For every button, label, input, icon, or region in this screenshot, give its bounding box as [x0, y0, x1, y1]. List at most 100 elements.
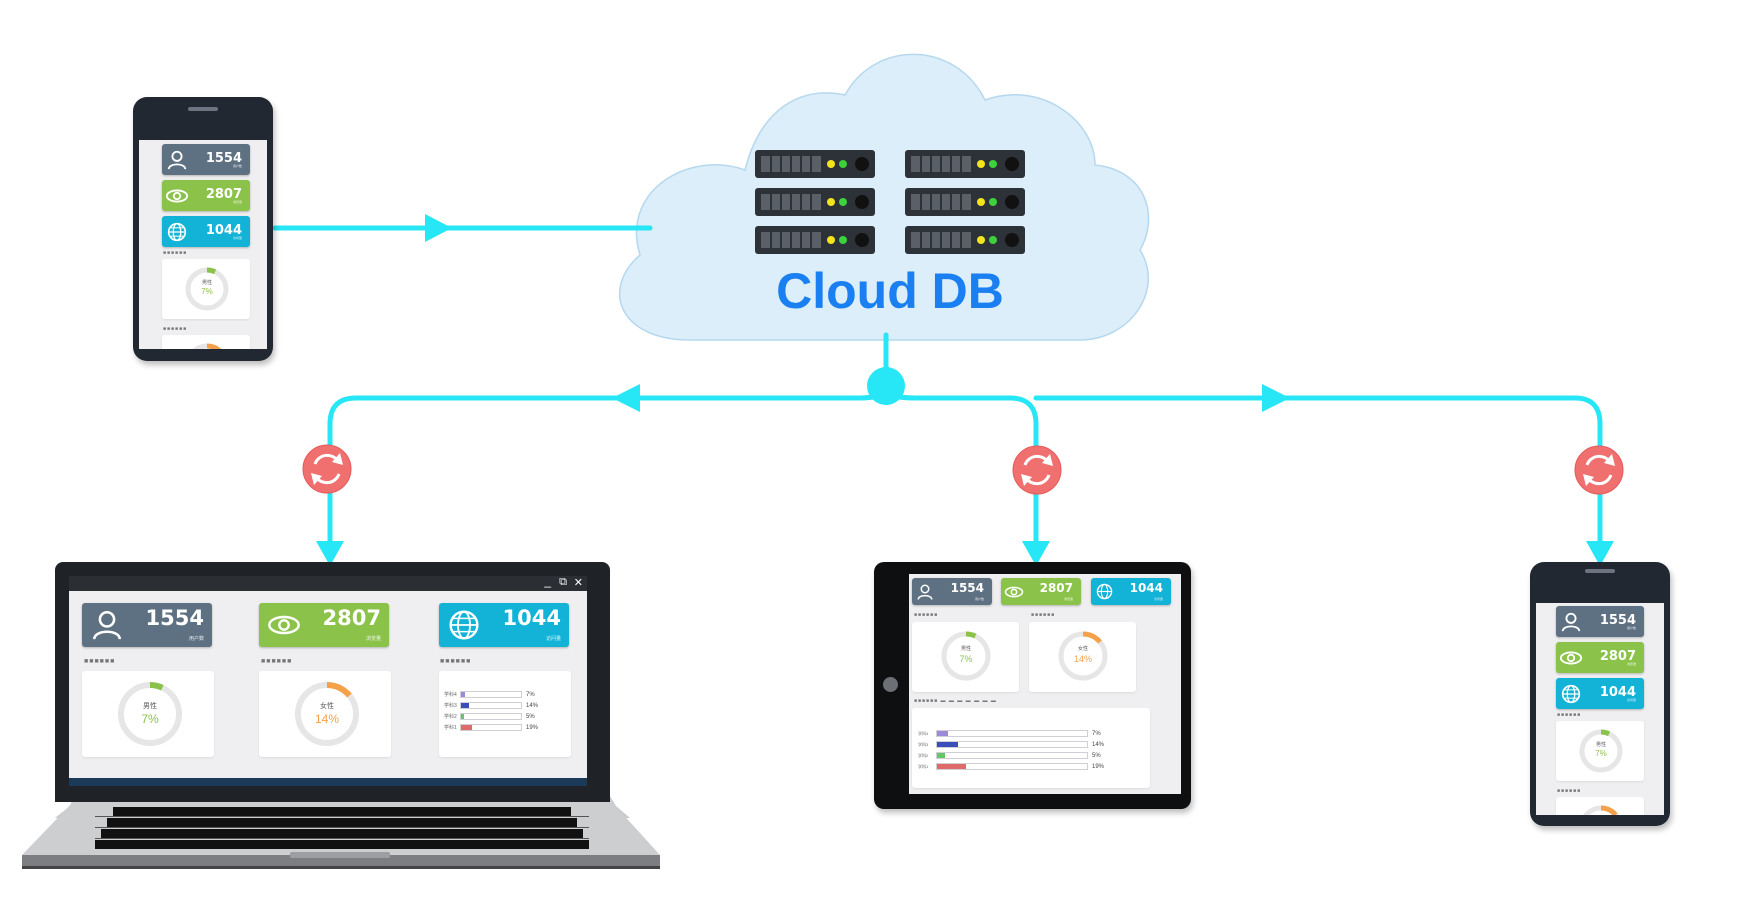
phone-speaker: [1585, 569, 1615, 573]
arrow-down-icon: [316, 541, 344, 566]
bar-label: 学科1: [918, 763, 929, 769]
bar-value: 14%: [526, 702, 539, 709]
ring-fill-male: [118, 682, 182, 746]
sync-badge[interactable]: [302, 444, 352, 494]
ring-card-female: [1556, 797, 1644, 815]
phone-speaker: [188, 107, 218, 111]
bar-label: 学科4: [444, 692, 457, 698]
window-minimize-button[interactable]: _: [544, 574, 551, 588]
arrow-down-icon: [1586, 541, 1614, 566]
ring-fill-female: [1058, 631, 1108, 681]
sync-icon[interactable]: [1574, 445, 1624, 495]
section-heading: ■■■■■■: [440, 658, 472, 665]
ring-label-male: 男性: [201, 280, 212, 286]
stat-views-label: 浏览量: [232, 199, 242, 204]
ring-pct-female: 14%: [1073, 654, 1092, 664]
stat-users-value: 1554: [950, 581, 984, 595]
ring-card-female: 女性 14%: [259, 671, 391, 757]
eye-icon: [1556, 649, 1586, 667]
bar-label: 学科2: [918, 752, 929, 758]
eye-icon: [1001, 585, 1027, 599]
ring-label-female: 女性: [320, 703, 334, 710]
window-close-button[interactable]: ✕: [573, 577, 583, 589]
ring-label-male: 男性: [960, 646, 971, 652]
tablet-home-button[interactable]: [883, 677, 898, 692]
section-heading: ■■■■■■: [163, 250, 188, 256]
bar-label: 学科3: [918, 741, 929, 747]
ring-pct-male: 7%: [1595, 749, 1607, 758]
stat-visits-label: 访问量: [1626, 697, 1636, 702]
bar-fill: [461, 714, 464, 719]
user-icon: [162, 149, 192, 171]
bar-fill: [937, 742, 958, 747]
stat-visits-value: 1044: [1599, 684, 1636, 700]
bar-value: 5%: [526, 713, 535, 720]
section-heading: ■■■■■■: [1557, 712, 1582, 718]
ring-fill-female: [295, 682, 359, 746]
stat-visits-value: 1044: [502, 606, 561, 630]
stat-visits-value: 1044: [205, 222, 242, 238]
ring-fill-female: [185, 343, 229, 349]
bar-label: 学科4: [918, 730, 929, 736]
stat-visits-value: 1044: [1129, 581, 1163, 595]
ring-pct-male: 7%: [201, 287, 213, 296]
ring-label-male: 男性: [143, 703, 157, 710]
ring-chart-male: 男性 7%: [940, 630, 992, 682]
sync-icon[interactable]: [1012, 445, 1062, 495]
ring-chart-female: 女性 14%: [293, 680, 361, 748]
arrow-right-icon: [1262, 384, 1290, 412]
window-restore-button[interactable]: ⧉: [559, 576, 567, 588]
ring-fill-male: [185, 267, 229, 311]
stat-views-label: 浏览量: [1626, 661, 1636, 666]
server-rack-right: [905, 150, 1025, 254]
bar-value: 7%: [1092, 730, 1101, 737]
ring-fill-male: [1579, 729, 1623, 773]
section-heading: ■■■■■■ ▬ ▬ ▬ ▬ ▬ ▬ ▬: [914, 698, 997, 704]
ring-chart-male: 男性 7%: [1578, 728, 1624, 774]
bar-fill: [461, 703, 470, 708]
bar-fill: [937, 764, 966, 769]
ring-pct-male: 7%: [141, 712, 159, 726]
ring-chart-female: 女性 14%: [1057, 630, 1109, 682]
sync-icon[interactable]: [302, 444, 352, 494]
laptop-base: [22, 796, 660, 869]
ring-card-female: [162, 335, 250, 349]
globe-icon: [1556, 684, 1586, 704]
sync-badge[interactable]: [1012, 445, 1062, 495]
arrow-left-icon: [612, 384, 640, 412]
bar-track: [936, 741, 1088, 748]
bar-fill: [461, 725, 473, 730]
ring-label-female: 女性: [1077, 646, 1088, 652]
user-icon: [82, 608, 132, 642]
touchpad[interactable]: [290, 852, 390, 858]
section-heading: ■■■■■■: [914, 612, 939, 618]
section-heading: ■■■■■■: [1031, 612, 1056, 618]
bar-track: [936, 763, 1088, 770]
sync-badge[interactable]: [1574, 445, 1624, 495]
bar-track: [936, 730, 1088, 737]
